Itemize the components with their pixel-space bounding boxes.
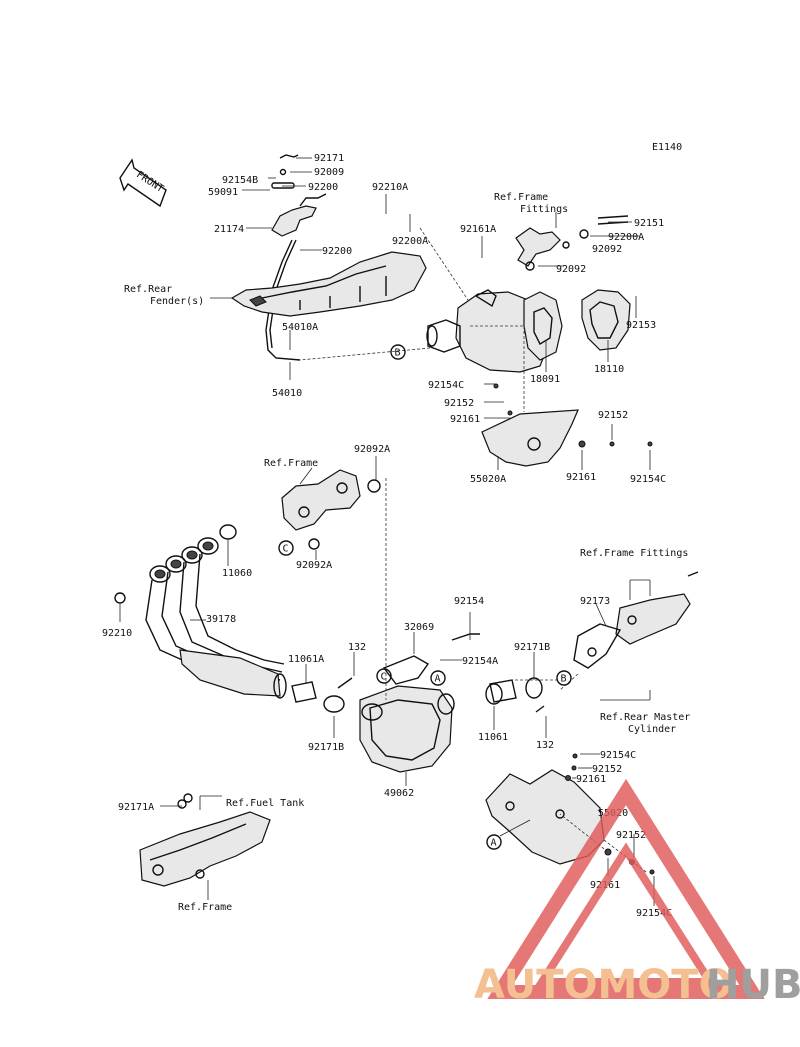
ref-frame-fittings-right: Ref.Frame Fittings [580,548,688,559]
part-label: 92154C [630,474,666,485]
part-label: 92171B [514,642,550,653]
part-label: 132 [536,740,554,751]
part-label: 92092A [354,444,390,455]
part-label: 92009 [314,167,344,178]
part-label: 92200A [608,232,644,243]
part-label: 92161A [460,224,496,235]
part-label: 18091 [530,374,560,385]
part-label: 132 [348,642,366,653]
part-label: 92092 [592,244,622,255]
part-label: 92200 [322,246,352,257]
part-label: 11061 [478,732,508,743]
part-label: 92171 [314,153,344,164]
frame-bracket-mid [281,469,381,550]
part-label: 92154C [600,750,636,761]
part-label: 92173 [580,596,610,607]
part-label: 92161 [566,472,596,483]
frame-fittings-bracket-top [515,215,629,271]
callout-a-low: A [486,834,502,850]
part-label: 92153 [626,320,656,331]
part-label: 92200A [392,236,428,247]
part-label: 92161 [450,414,480,425]
part-label: 92171B [308,742,344,753]
ref-frame-mid: Ref.Frame [264,458,318,469]
silencer-assembly [426,289,631,373]
master-cylinder-bracket [573,571,699,669]
svg-text:B: B [561,674,567,685]
part-label: 92154B [222,175,258,186]
part-label: 92152 [444,398,474,409]
part-label: 11061A [288,654,324,665]
svg-text:C: C [381,672,387,683]
part-label: 18110 [594,364,624,375]
part-label: 92154 [454,596,484,607]
callout-c-mid: C [278,540,294,556]
ref-fuel-tank: Ref.Fuel Tank [226,798,304,809]
part-label: 55020A [470,474,506,485]
part-label: 92154C [636,908,672,919]
part-label: 92154C [428,380,464,391]
part-label: 92210A [372,182,408,193]
front-arrow-icon: FRONT [119,158,167,208]
ref-rear-master-1: Ref.Rear Master [600,712,690,723]
svg-text:A: A [435,674,441,685]
part-label: 92092A [296,560,332,571]
reference-labels: Ref.Rear Fender(s) Ref.Frame Fittings Re… [124,192,690,913]
ref-frame-bottom: Ref.Frame [178,902,232,913]
heat-shield-upper [481,383,653,467]
part-label: 39178 [206,614,236,625]
watermark-text-1: AUTOMOTO [474,962,733,1008]
part-label: 92200 [308,182,338,193]
callout-c-low: C [376,668,392,684]
callout-b-right: B [556,670,572,686]
leader-lines [119,157,655,906]
part-label: 92152 [598,410,628,421]
pre-chamber [359,655,455,773]
ref-rear-fender-2: Fender(s) [150,296,204,307]
diagram-code: E1140 [652,142,682,153]
top-bracket-assembly [265,154,327,361]
part-label: 92092 [556,264,586,275]
part-label: 92171A [118,802,154,813]
svg-text:A: A [491,838,497,849]
part-label: 54010 [272,388,302,399]
callout-a-mid: A [430,670,446,686]
part-label: 21174 [214,224,244,235]
part-label: 92152 [616,830,646,841]
part-label: 92210 [102,628,132,639]
ref-rear-master-2: Cylinder [628,724,676,735]
callout-b-top: B [390,344,406,360]
part-label: 49062 [384,788,414,799]
svg-text:B: B [395,348,401,359]
part-label: 92161 [576,774,606,785]
watermark-text-2: HUB [706,962,800,1008]
part-label: 32069 [404,622,434,633]
part-label: 11060 [222,568,252,579]
watermark-triangle-icon [487,778,765,999]
fuel-tank-bracket [139,793,271,887]
part-label: 59091 [208,187,238,198]
part-number-labels: 92171 92009 92154B 59091 92200 21174 922… [102,153,672,919]
exhaust-header-pipes [114,524,287,699]
svg-text:C: C [283,544,289,555]
rear-fender-assembly [230,251,427,317]
part-label: 54010A [282,322,318,333]
ref-frame-fittings-top-1: Ref.Frame [494,192,548,203]
ref-rear-fender-1: Ref.Rear [124,284,172,295]
watermark-logo: AUTOMOTO HUB [474,778,800,1008]
ref-frame-fittings-top-2: Fittings [520,204,568,215]
part-label: 92154A [462,656,498,667]
part-label: 92151 [634,218,664,229]
part-label: 92152 [592,764,622,775]
